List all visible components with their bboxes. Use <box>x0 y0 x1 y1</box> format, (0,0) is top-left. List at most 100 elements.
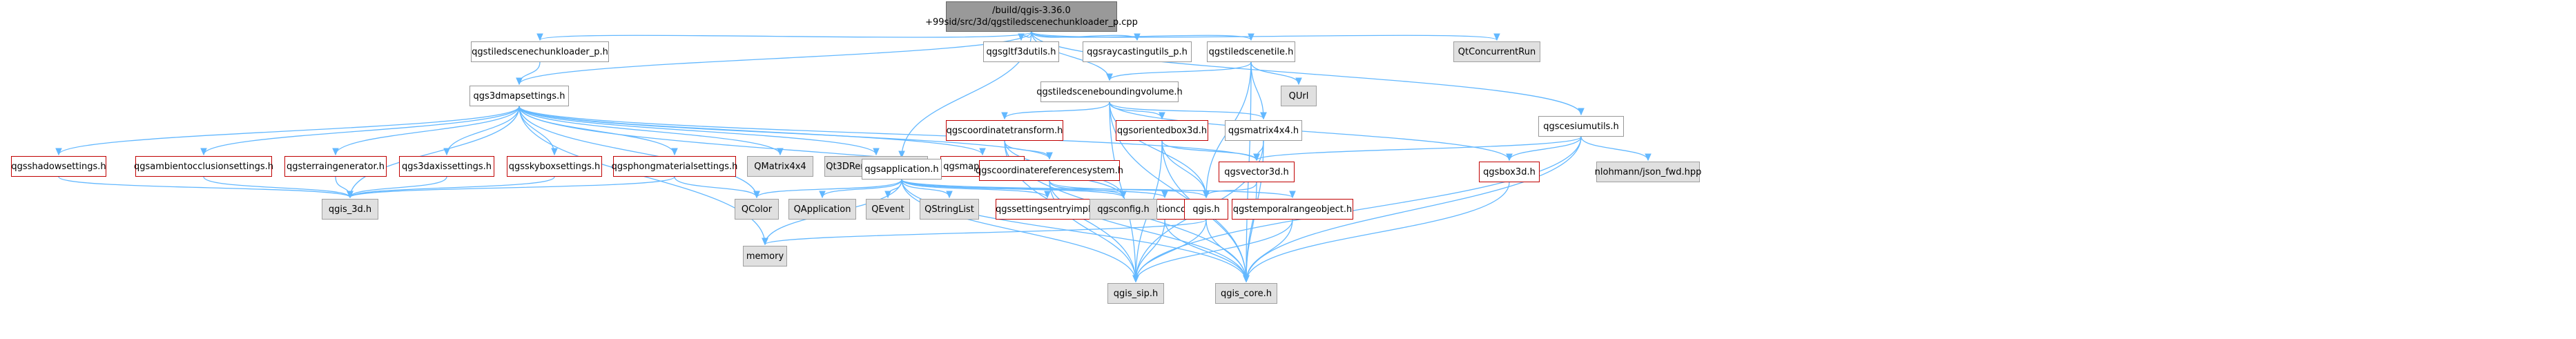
edge-box3d-to-core <box>1246 182 1510 282</box>
node-label: qgsskyboxsettings.h <box>508 161 601 172</box>
node-qgscoordinatetransform-h[interactable]: qgscoordinatetransform.h <box>946 120 1063 141</box>
node-qgsshadowsettings-h[interactable]: qgsshadowsettings.h <box>11 156 106 177</box>
edge-phong-to-qgis3d <box>350 176 675 197</box>
node-qgsapplication-h[interactable]: qgsapplication.h <box>862 159 942 180</box>
edge-crs-to-sip <box>1049 180 1136 282</box>
node-qgsskyboxsettings-h[interactable]: qgsskyboxsettings.h <box>507 156 602 177</box>
edge-translation-to-core <box>1164 219 1246 282</box>
edge-mapsettings-to-ambient <box>204 106 520 155</box>
edge-skybox-to-qgis3d <box>350 176 555 197</box>
edge-shadow-to-qgis3d <box>58 176 350 197</box>
node-label: qgsshadowsettings.h <box>11 161 106 172</box>
node-qgis-h[interactable]: qgis.h <box>1184 199 1228 220</box>
edge-vector3d-to-core <box>1246 182 1257 282</box>
node-qurl[interactable]: QUrl <box>1281 86 1317 106</box>
node-qgis-3d-h[interactable]: qgis_3d.h <box>322 199 378 220</box>
edge-cesium-to-box3d <box>1509 136 1582 160</box>
edge-crs-to-config <box>1049 180 1123 197</box>
edge-chunkloaderp-to-mapsettings <box>519 61 541 84</box>
edge-ambient-to-qgis3d <box>203 176 350 197</box>
edge-focus-to-cesium <box>1031 31 1581 115</box>
node-label: memory <box>746 251 784 262</box>
node-qgs3dmapsettings-h[interactable]: qgs3dmapsettings.h <box>469 86 569 106</box>
edge-temporal-to-core <box>1246 219 1293 282</box>
node-qgsvector3d-h[interactable]: qgsvector3d.h <box>1219 162 1295 182</box>
node-qgsbox3d-h[interactable]: qgsbox3d.h <box>1479 162 1540 182</box>
node-qgsconfig-h[interactable]: qgsconfig.h <box>1090 199 1157 220</box>
node-label: qgs3daxissettings.h <box>401 161 492 172</box>
node-qgstiledsceneboundingvolume-h[interactable]: qgstiledsceneboundingvolume.h <box>1036 81 1183 102</box>
node-qgstiledscenetile-h[interactable]: qgstiledscenetile.h <box>1207 41 1295 62</box>
node-qgstiledscenechunkloader-p-h[interactable]: qgstiledscenechunkloader_p.h <box>471 41 609 62</box>
edge-mapsettings-to-axis <box>447 106 520 155</box>
node-qstringlist[interactable]: QStringList <box>920 199 979 220</box>
edge-coordtrans-to-crs <box>1004 140 1049 159</box>
edge-mapsettings-to-shadow <box>59 106 520 155</box>
node-label: QStringList <box>924 204 974 215</box>
edge-orientbox-to-vector3d <box>1161 140 1257 160</box>
node-qgscesiumutils-h[interactable]: qgscesiumutils.h <box>1538 116 1624 137</box>
edge-tiledtile-to-qurl <box>1250 61 1299 84</box>
node-label: qgstiledscenetile.h <box>1208 46 1294 57</box>
node-qgscoordinatereferencesystem-h[interactable]: qgscoordinatereferencesystem.h <box>976 160 1123 181</box>
edge-boundvol-to-matrix4x4 <box>1109 101 1263 119</box>
edge-qgish-to-sip <box>1136 219 1207 282</box>
node-label: qgscoordinatetransform.h <box>946 125 1063 136</box>
edge-vector3d-to-qgish <box>1206 182 1257 197</box>
edge-mapsettings-to-qcolor <box>519 106 757 197</box>
edge-focus-to-qtconcurrent <box>1031 31 1497 40</box>
node-qgsambientocclusionsettings-h[interactable]: qgsambientocclusionsettings.h <box>134 156 273 177</box>
edge-mapsettings-to-qcamera <box>519 106 876 155</box>
edge-axis-to-qgis3d <box>350 176 447 197</box>
node-qapplication[interactable]: QApplication <box>788 199 856 220</box>
node-qmatrix4x4[interactable]: QMatrix4x4 <box>747 156 813 177</box>
edge-boundvol-to-qgish <box>1109 101 1206 197</box>
node-label: qgstiledscenechunkloader_p.h <box>472 46 608 57</box>
node-label: QApplication <box>793 204 851 215</box>
node-label: qgsmatrix4x4.h <box>1228 125 1299 136</box>
focus-file-node: /build/qgis-3.36.0+99sid/src/3d/qgstiled… <box>925 1 1138 32</box>
node-qtconcurrentrun[interactable]: QtConcurrentRun <box>1453 41 1540 62</box>
edge-cesium-to-vector3d <box>1257 136 1582 160</box>
edge-crs-to-core <box>1049 180 1246 282</box>
node-label: qgsbox3d.h <box>1483 166 1536 177</box>
node-label: /build/qgis-3.36.0 <box>992 6 1071 16</box>
edge-phong-to-qcolor <box>674 176 757 197</box>
node-memory[interactable]: memory <box>743 246 787 267</box>
node-qgsterraingenerator-h[interactable]: qgsterraingenerator.h <box>284 156 387 177</box>
edge-qgish-to-core <box>1205 219 1246 282</box>
edge-application-to-sip <box>901 179 1136 282</box>
node-nlohmann-json-fwd-hpp[interactable]: nlohmann/json_fwd.hpp <box>1595 162 1701 182</box>
node-qgis-core-h[interactable]: qgis_core.h <box>1215 283 1277 304</box>
node-qgis-sip-h[interactable]: qgis_sip.h <box>1107 283 1164 304</box>
node-label: qgsambientocclusionsettings.h <box>134 161 273 172</box>
node-qgsorientedbox3d-h[interactable]: qgsorientedbox3d.h <box>1116 120 1208 141</box>
edge-translation-to-sip <box>1136 219 1165 282</box>
node-qgs3daxissettings-h[interactable]: qgs3daxissettings.h <box>399 156 494 177</box>
node-qgsphongmaterialsettings-h[interactable]: qgsphongmaterialsettings.h <box>612 156 737 177</box>
node-qevent[interactable]: QEvent <box>866 199 910 220</box>
edge-boundvol-to-coordtrans <box>1005 101 1110 119</box>
edge-application-to-qstringlist <box>901 179 949 197</box>
edge-focus-to-boundvol <box>1031 31 1110 80</box>
node-label: qgsorientedbox3d.h <box>1116 125 1208 136</box>
node-qgssettingsentryimpl-h[interactable]: qgssettingsentryimpl.h <box>996 199 1099 220</box>
node-label: qgis.h <box>1192 204 1220 215</box>
node-label: qgsvector3d.h <box>1224 166 1289 177</box>
node-label: qgsgltf3dutils.h <box>986 46 1056 57</box>
node-qgsmatrix4x4-h[interactable]: qgsmatrix4x4.h <box>1225 120 1302 141</box>
node-qcolor[interactable]: QColor <box>735 199 779 220</box>
node-qgstemporalrangeobject-h[interactable]: qgstemporalrangeobject.h <box>1232 199 1353 220</box>
node-qgsraycastingutils-p-h[interactable]: qgsraycastingutils_p.h <box>1083 41 1192 62</box>
node-label: QColor <box>741 204 773 215</box>
node-label: qgsterraingenerator.h <box>286 161 385 172</box>
edge-cesium-to-nlohmann <box>1580 136 1648 160</box>
node-label: qgscesiumutils.h <box>1543 121 1619 132</box>
node-label: QMatrix4x4 <box>754 161 806 172</box>
edge-temporal-to-sip <box>1136 219 1293 282</box>
node-label: qgstiledsceneboundingvolume.h <box>1036 86 1183 97</box>
edge-application-to-qapplication <box>822 179 902 197</box>
node-qgsgltf3dutils-h[interactable]: qgsgltf3dutils.h <box>983 41 1059 62</box>
node-label: qgsapplication.h <box>864 164 939 175</box>
